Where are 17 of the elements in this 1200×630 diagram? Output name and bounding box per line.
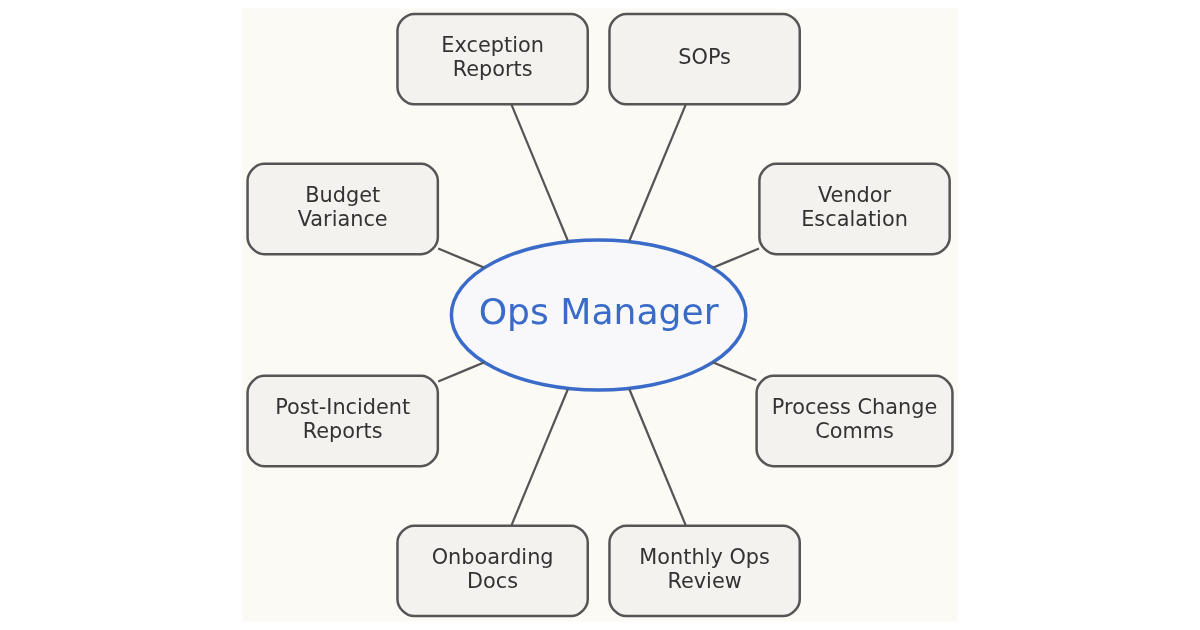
connector bbox=[712, 247, 760, 269]
connector bbox=[628, 104, 687, 242]
node-box: Post-Incident Reports bbox=[246, 374, 440, 468]
connector bbox=[628, 388, 687, 526]
node-box: Monthly Ops Review bbox=[608, 524, 801, 618]
node-box: Process Change Comms bbox=[755, 374, 954, 468]
connector bbox=[510, 388, 569, 526]
node-box: Budget Variance bbox=[246, 162, 440, 256]
node-ellipse: Ops Manager bbox=[449, 238, 748, 392]
connector bbox=[437, 361, 485, 383]
node-box: Onboarding Docs bbox=[396, 524, 589, 618]
node-box: Exception Reports bbox=[396, 12, 589, 106]
node-box: Vendor Escalation bbox=[758, 162, 951, 256]
connector bbox=[510, 104, 569, 242]
node-box: SOPs bbox=[608, 12, 801, 106]
connector bbox=[437, 247, 485, 269]
connector bbox=[712, 361, 757, 382]
